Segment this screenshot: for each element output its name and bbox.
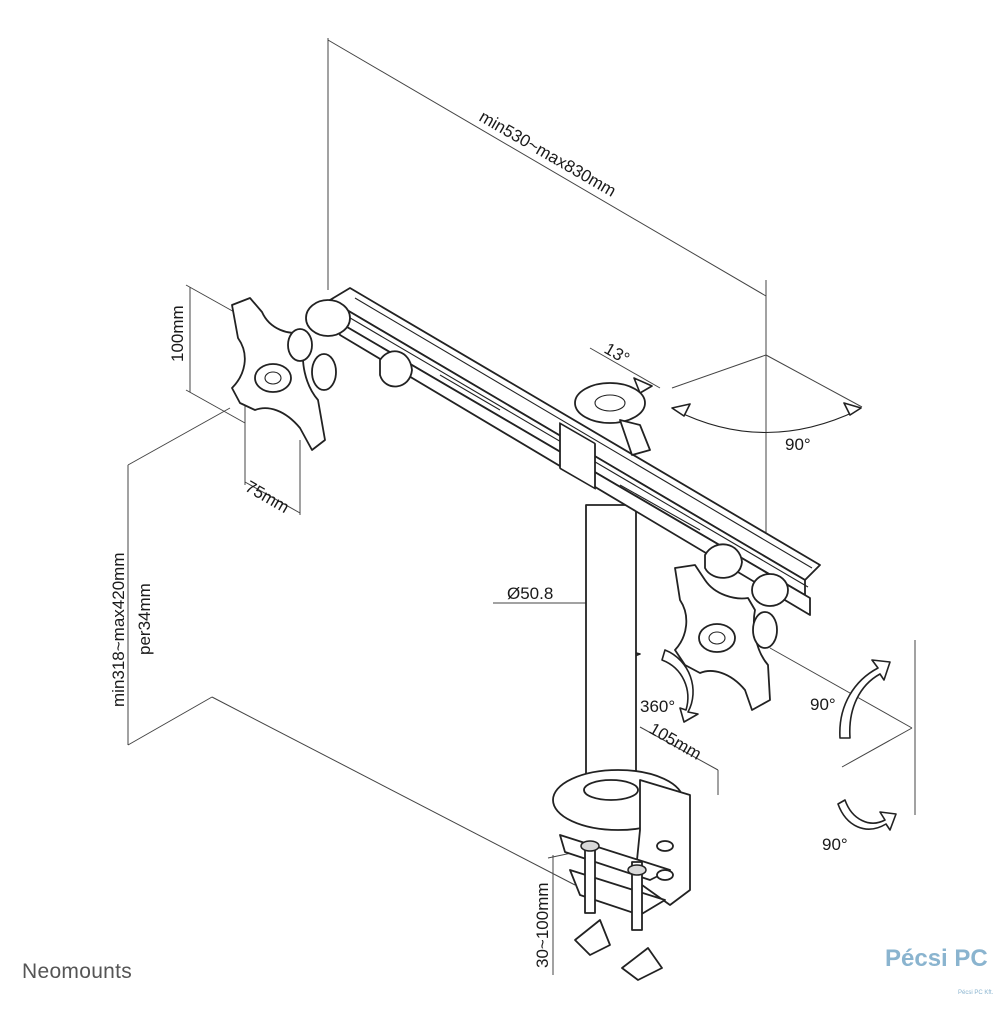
swivel-right-lower-label: 90° bbox=[822, 835, 848, 854]
left-vesa-plate bbox=[231, 297, 413, 451]
vesa-width-label: 75mm bbox=[242, 477, 292, 517]
pole-diameter-label: Ø50.8 bbox=[507, 584, 553, 603]
vesa-height-label: 100mm bbox=[168, 305, 187, 362]
right-vesa-plate bbox=[674, 543, 789, 711]
brand-logo: Neomounts bbox=[22, 960, 133, 983]
rotation-arrows bbox=[617, 377, 897, 831]
clamp-depth-label: 105mm bbox=[646, 719, 705, 764]
tilt-label: 13° bbox=[601, 339, 633, 368]
watermark-subtitle: Pécsi PC Kft. bbox=[958, 990, 994, 996]
height-step-label: per34mm bbox=[135, 583, 154, 655]
desk-thickness-label: 30~100mm bbox=[533, 882, 552, 968]
horizontal-rail bbox=[329, 287, 821, 616]
width-range-label: min530~max830mm bbox=[476, 107, 619, 201]
height-range-label: min318~max420mm bbox=[109, 553, 128, 708]
rotation-label: 360° bbox=[640, 697, 675, 716]
pole-and-clamp bbox=[552, 504, 691, 981]
watermark-logo: Pécsi PC bbox=[885, 945, 988, 972]
dimension-lines bbox=[127, 38, 916, 975]
swivel-top-label: 90° bbox=[785, 435, 811, 454]
swivel-right-upper-label: 90° bbox=[810, 695, 836, 714]
